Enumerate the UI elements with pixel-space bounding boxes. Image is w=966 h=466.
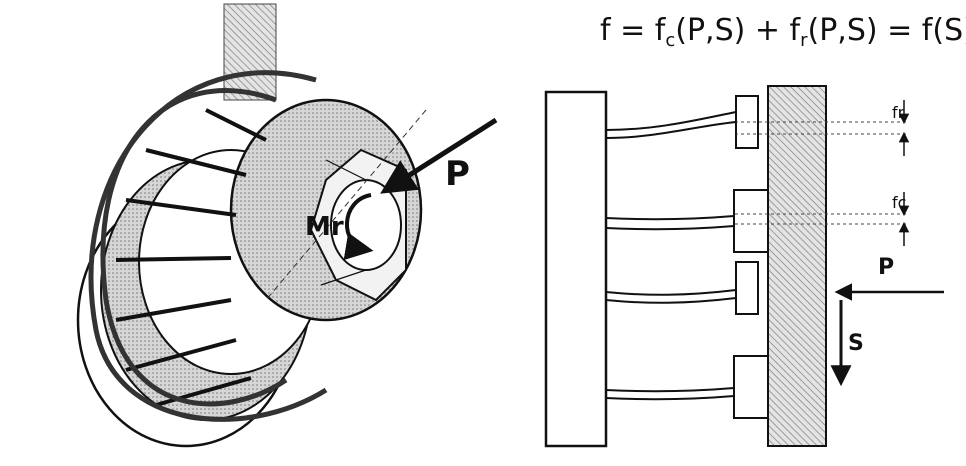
wire-loop-2 bbox=[88, 70, 328, 422]
bristle-bars bbox=[115, 108, 267, 407]
brush-seal-3d bbox=[76, 3, 498, 448]
force-right-label: P bbox=[878, 255, 894, 280]
moment-label: Mr bbox=[305, 212, 344, 242]
bristle-packs bbox=[605, 95, 769, 419]
formula: f = fc(P,S) + fr(P,S) = f(S) bbox=[600, 13, 966, 51]
backing-plate bbox=[544, 90, 608, 448]
slide-label: S bbox=[848, 331, 864, 356]
wire-loop-1 bbox=[100, 88, 288, 407]
axis-line bbox=[265, 109, 427, 301]
force-label: P bbox=[445, 154, 470, 194]
wall-strip bbox=[767, 85, 827, 447]
force-arrow bbox=[380, 117, 498, 194]
cross-section bbox=[544, 85, 944, 448]
dim-top-label: fr bbox=[892, 103, 905, 122]
moment-arrow bbox=[343, 193, 374, 261]
formula-text: f = fc(P,S) + fr(P,S) = f(S) bbox=[600, 13, 966, 51]
dimension-lines bbox=[734, 121, 906, 225]
dim-mid-label: fc bbox=[892, 193, 906, 212]
shaft-stub bbox=[223, 3, 277, 101]
